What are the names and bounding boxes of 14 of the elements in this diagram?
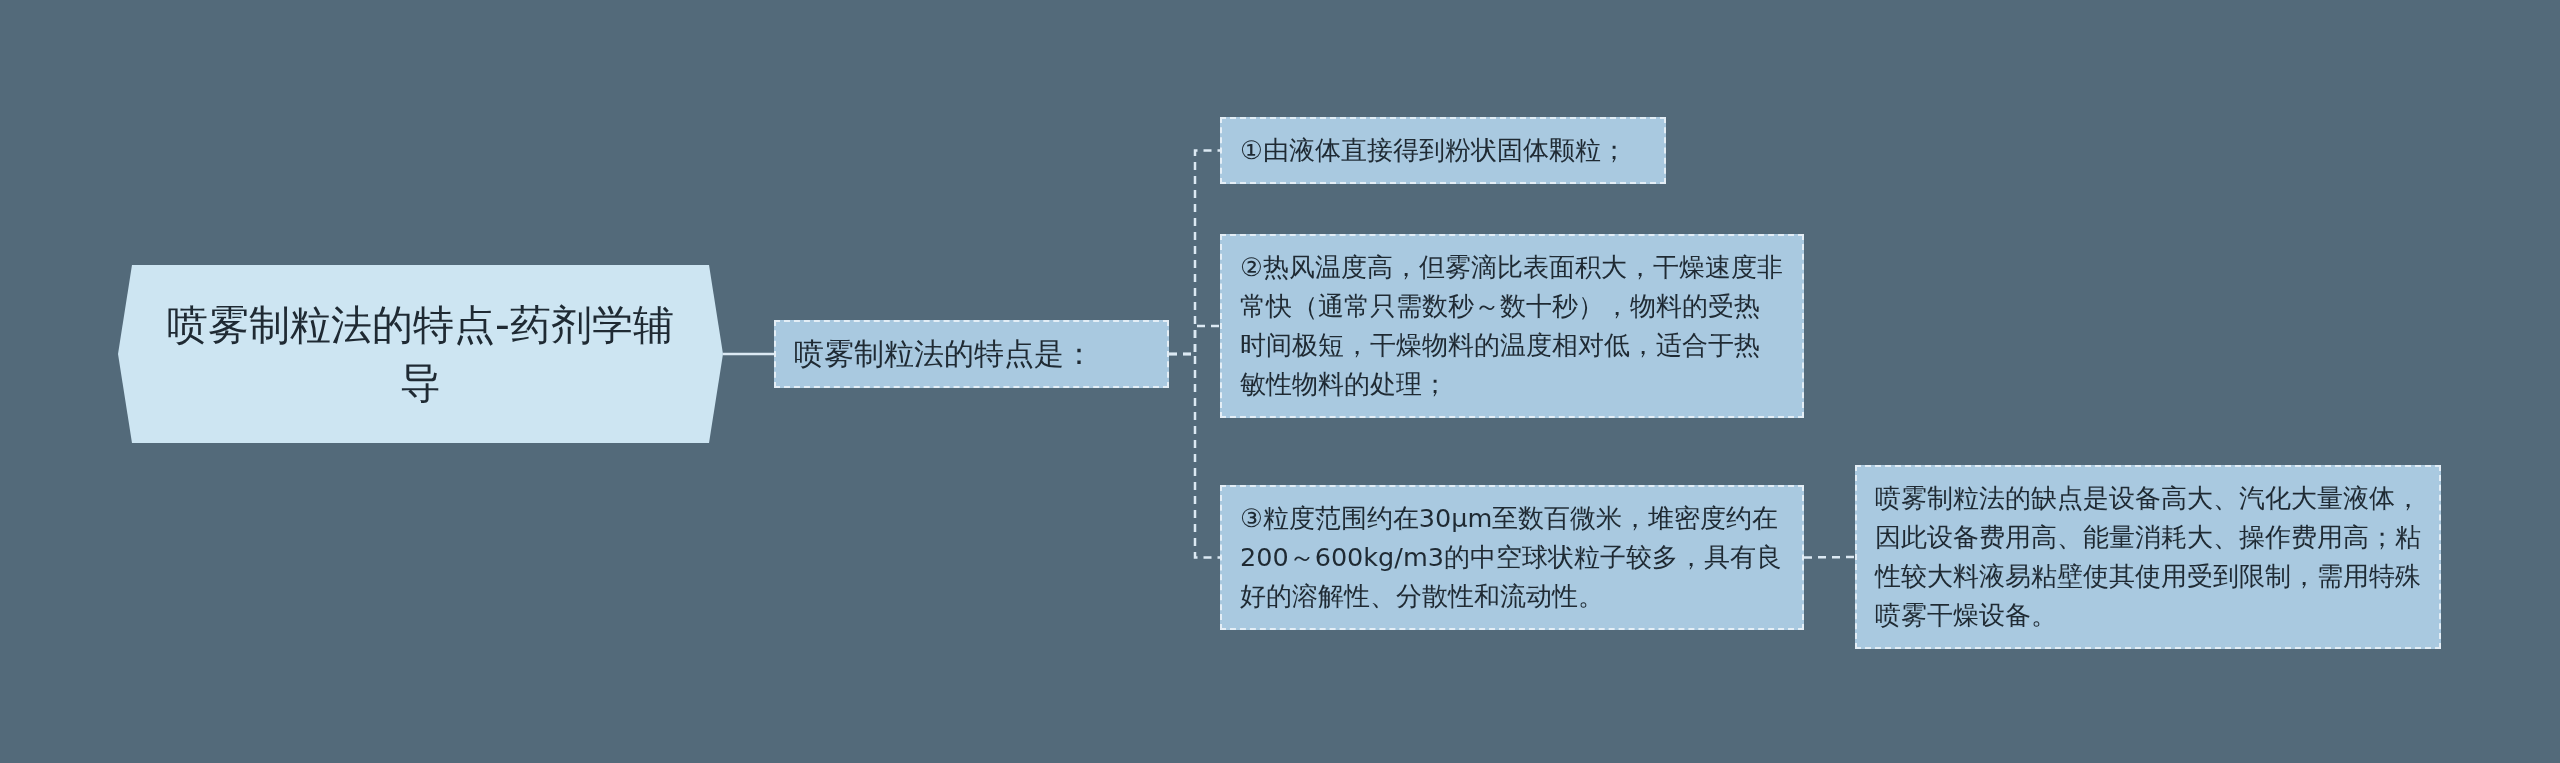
topic-text: ②热风温度高，但雾滴比表面积大，干燥速度非常快（通常只需数秒～数十秒），物料的受热时间极短，干燥物料的温度相对低，适合于热敏性物料的处理；	[1240, 251, 1784, 401]
topic-text: 喷雾制粒法的特点-药剂学辅导	[166, 300, 675, 409]
topic-box	[1220, 116, 1666, 184]
connector-line	[1804, 555, 1855, 559]
topic-box	[1855, 465, 2441, 649]
topic-box	[774, 320, 1169, 388]
connector-line	[1169, 352, 1220, 559]
topic-text: ③粒度范围约在30μm至数百微米，堆密度约在200～600kg/m3的中空球状粒子较多，具有良好的溶解性、分散性和流动性。	[1240, 501, 1783, 613]
topic-text: 喷雾制粒法的特点是：	[794, 335, 1094, 373]
topic-text: ①由液体直接得到粉状固体颗粒；	[1240, 133, 1627, 167]
topic-box	[1220, 484, 1804, 630]
connector-line	[723, 352, 774, 356]
topic-text: 喷雾制粒法的缺点是设备高大、汽化大量液体，因此设备费用高、能量消耗大、操作费用高；粘性较大料液易粘壁使其使用受到限制，需用特殊喷雾干燥设备。	[1875, 482, 2421, 632]
topic-box	[1220, 234, 1804, 418]
